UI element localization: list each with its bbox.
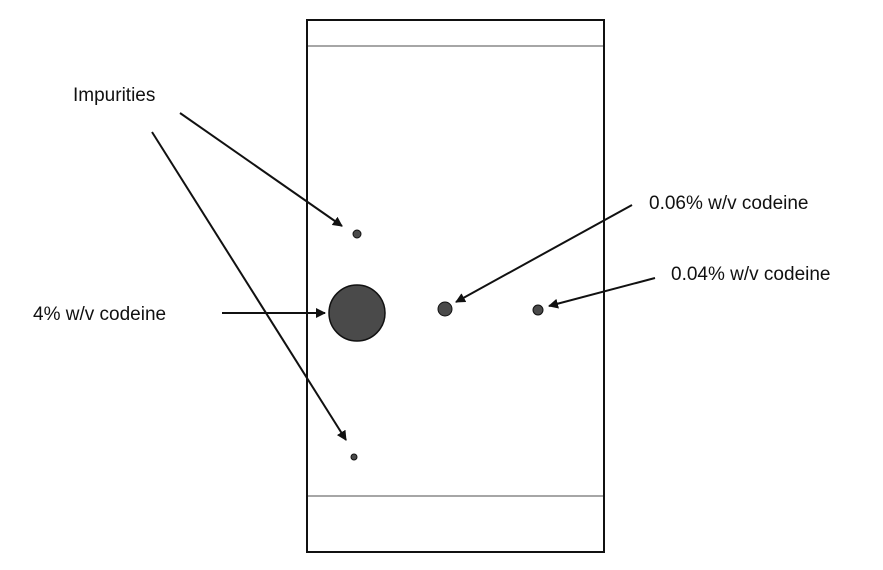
arrow-codeine-004 <box>548 277 656 309</box>
label-codeine-004: 0.04% w/v codeine <box>671 264 831 285</box>
arrow-impurities-upper <box>179 112 343 227</box>
spot-codeine-004 <box>532 304 544 316</box>
arrow-impurities-lower <box>151 131 347 441</box>
spot-codeine-006 <box>437 301 453 317</box>
spot-impurity-upper <box>352 229 362 239</box>
label-codeine-006: 0.06% w/v codeine <box>649 193 809 214</box>
spot-codeine-4 <box>328 284 386 342</box>
label-impurities: Impurities <box>73 85 155 106</box>
arrow-codeine-006 <box>455 204 633 303</box>
label-codeine-4: 4% w/v codeine <box>33 304 166 325</box>
spot-impurity-lower <box>350 453 358 461</box>
